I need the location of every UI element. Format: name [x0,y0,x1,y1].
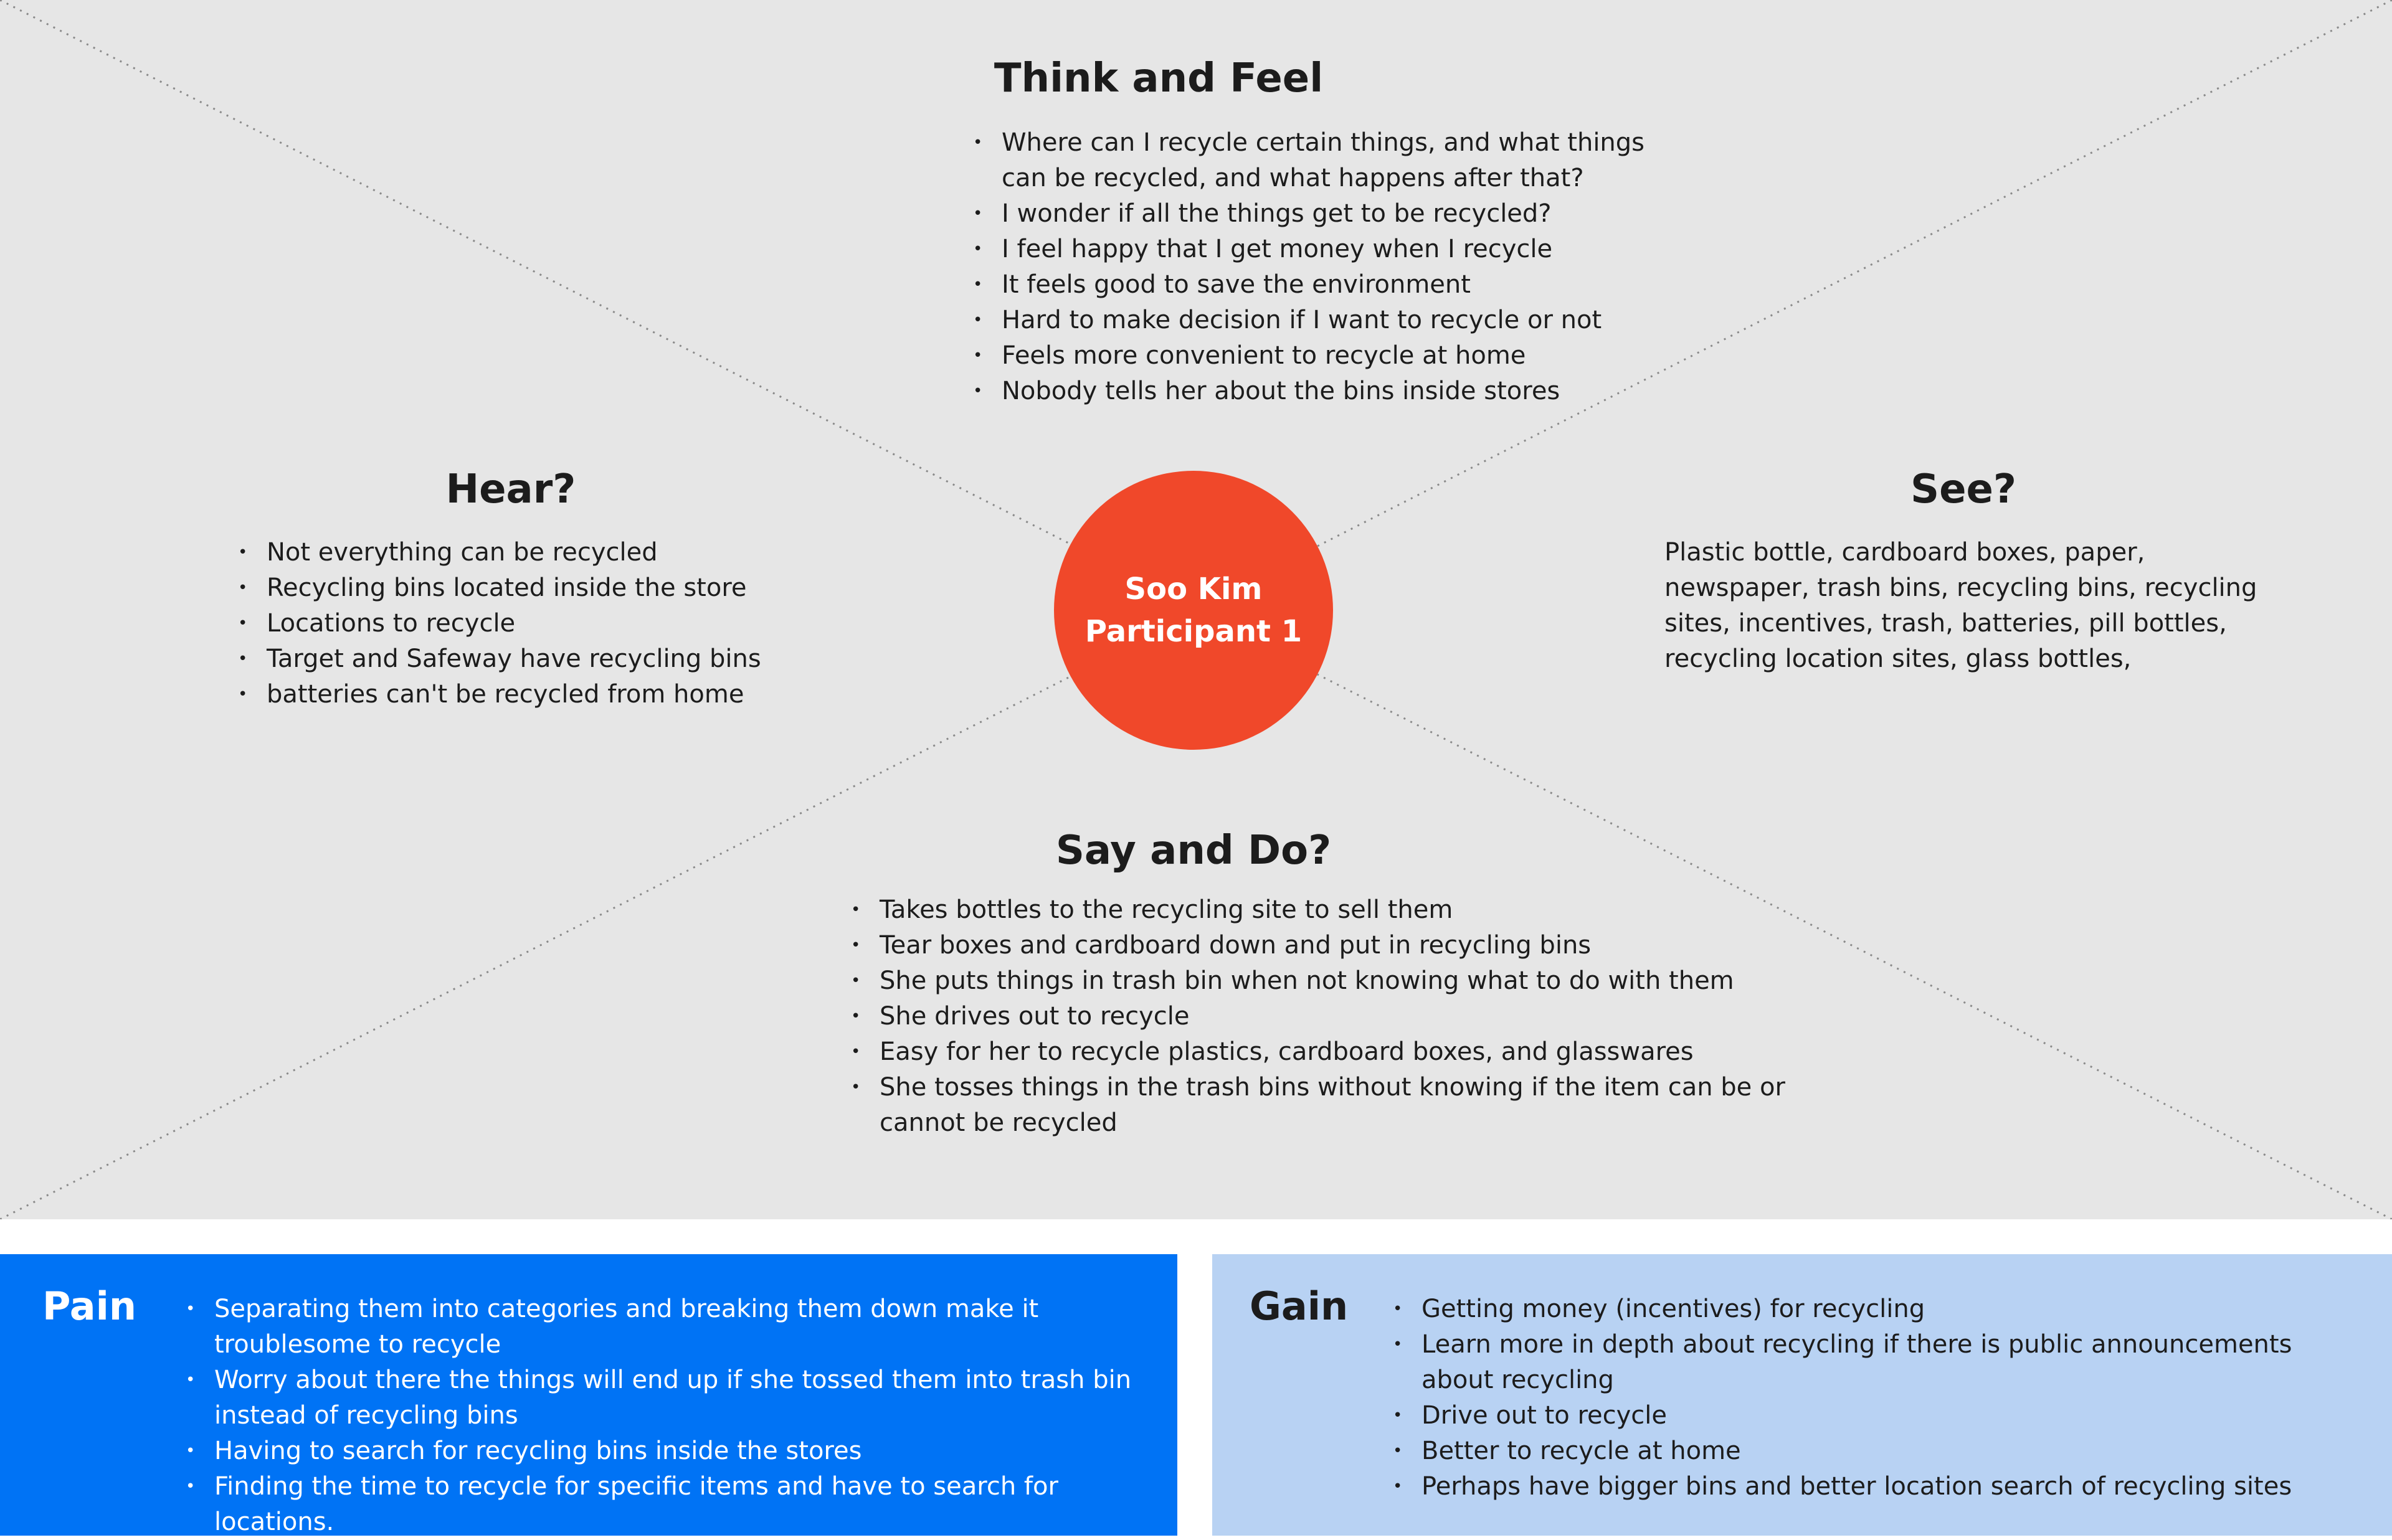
list-item: It feels good to save the environment [973,267,1696,303]
list-item: Separating them into categories and brea… [186,1292,1157,1363]
pain-list: Separating them into categories and brea… [186,1292,1157,1540]
list-item: Tear boxes and cardboard down and put in… [851,928,1872,963]
list-item: Hard to make decision if I want to recyc… [973,303,1696,338]
see-text: Plastic bottle, cardboard boxes, paper, … [1664,538,2257,673]
list-item: She puts things in trash bin when not kn… [851,963,1872,999]
list-item: Locations to recycle [238,606,861,641]
list-item: Easy for her to recycle plastics, cardbo… [851,1034,1872,1070]
pain-title: Pain [42,1283,137,1329]
gain-title: Gain [1250,1283,1349,1329]
gain-list: Getting money (incentives) for recycling… [1393,1292,2327,1505]
hear-title: Hear? [445,466,576,513]
list-item: Drive out to recycle [1393,1398,2327,1434]
empathy-map-canvas: Think and Feel Where can I recycle certa… [0,0,2392,1219]
list-item: Finding the time to recycle for specific… [186,1469,1157,1540]
list-item: Having to search for recycling bins insi… [186,1434,1157,1469]
persona-circle: Soo Kim Participant 1 [1054,471,1333,750]
say-do-title: Say and Do? [1055,828,1332,874]
think-feel-title: Think and Feel [994,55,1324,102]
list-item: I feel happy that I get money when I rec… [973,232,1696,267]
hear-list: Not everything can be recycled Recycling… [238,535,861,712]
see-title: See? [1910,466,2017,513]
list-item: Getting money (incentives) for recycling [1393,1292,2327,1327]
list-item: Recycling bins located inside the store [238,570,861,606]
list-item: Better to recycle at home [1393,1434,2327,1469]
list-item: She tosses things in the trash bins with… [851,1070,1872,1141]
persona-label: Participant 1 [1084,614,1303,649]
list-item: Nobody tells her about the bins inside s… [973,374,1696,409]
list-item: Feels more convenient to recycle at home [973,338,1696,374]
list-item: Learn more in depth about recycling if t… [1393,1327,2327,1398]
list-item: batteries can't be recycled from home [238,677,861,712]
list-item: Worry about there the things will end up… [186,1363,1157,1434]
list-item: Not everything can be recycled [238,535,861,570]
think-feel-list: Where can I recycle certain things, and … [973,125,1696,409]
list-item: Where can I recycle certain things, and … [973,125,1696,196]
list-item: I wonder if all the things get to be rec… [973,196,1696,232]
list-item: She drives out to recycle [851,999,1872,1034]
list-item: Target and Safeway have recycling bins [238,641,861,677]
list-item: Takes bottles to the recycling site to s… [851,892,1872,928]
say-do-list: Takes bottles to the recycling site to s… [851,892,1872,1141]
list-item: Perhaps have bigger bins and better loca… [1393,1469,2327,1505]
persona-name: Soo Kim [1124,572,1263,607]
